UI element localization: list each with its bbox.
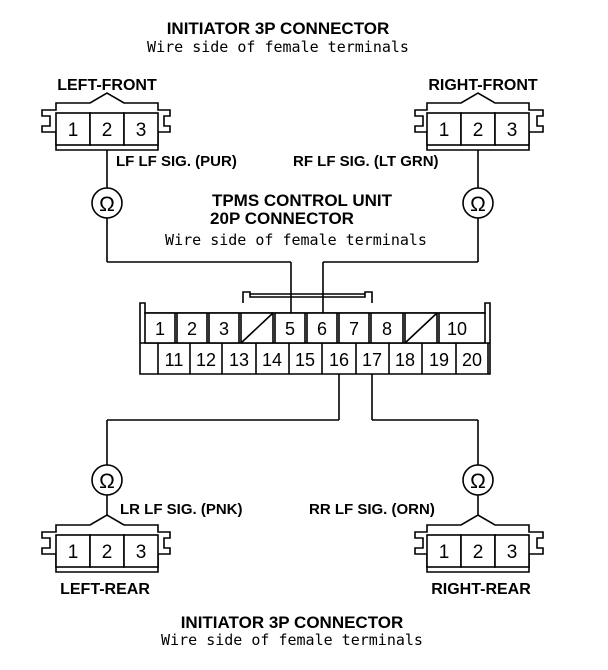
rr-pin-3: 3 — [507, 542, 518, 563]
cu-pin-1: 1 — [155, 319, 165, 339]
left-front-connector: 1 2 3 — [41, 92, 171, 151]
ohm-icon: Ω — [99, 193, 115, 216]
top-connector-subtitle: Wire side of female terminals — [147, 38, 409, 56]
bottom-connector-title: INITIATOR 3P CONNECTOR — [181, 613, 404, 632]
rf-ohm-meter: Ω — [462, 187, 494, 219]
rr-pin-1: 1 — [439, 542, 450, 563]
cu-pin-11: 11 — [165, 350, 184, 370]
right-rear-label: RIGHT-REAR — [431, 581, 531, 598]
lr-pin-2: 2 — [102, 542, 113, 563]
lr-ohm-meter: Ω — [91, 464, 123, 496]
control-unit-subtitle: Wire side of female terminals — [165, 231, 427, 249]
cu-pin-12: 12 — [196, 350, 216, 370]
rf-signal-label: RF LF SIG. (LT GRN) — [293, 153, 439, 170]
control-unit-title: TPMS CONTROL UNIT — [212, 191, 393, 210]
lf-pin-2: 2 — [102, 120, 113, 141]
right-front-label: RIGHT-FRONT — [428, 77, 538, 94]
bottom-connector-subtitle: Wire side of female terminals — [161, 631, 423, 649]
lf-ohm-meter: Ω — [91, 187, 123, 219]
left-rear-connector: 1 2 3 — [41, 514, 171, 573]
ohm-icon: Ω — [99, 470, 115, 493]
cu-pin-10: 10 — [447, 319, 467, 339]
cu-pin-15: 15 — [295, 350, 315, 370]
rf-pin-1: 1 — [439, 120, 450, 141]
rf-pin-3: 3 — [507, 120, 518, 141]
cu-pin-8: 8 — [382, 319, 392, 339]
lf-signal-label: LF LF SIG. (PUR) — [116, 153, 237, 170]
top-wires — [106, 150, 479, 315]
rf-pin-2: 2 — [473, 120, 484, 141]
cu-pin-14: 14 — [262, 350, 282, 370]
left-front-label: LEFT-FRONT — [57, 77, 157, 94]
rr-signal-label: RR LF SIG. (ORN) — [309, 501, 435, 518]
cu-pin-20: 20 — [462, 350, 482, 370]
bottom-wires — [106, 374, 479, 524]
right-front-connector: 1 2 3 — [414, 92, 544, 151]
cu-pin-19: 19 — [429, 350, 449, 370]
cu-pin-5: 5 — [285, 319, 295, 339]
cu-pin-3: 3 — [219, 319, 229, 339]
lf-pin-3: 3 — [136, 120, 147, 141]
cu-pin-17: 17 — [362, 350, 382, 370]
left-rear-label: LEFT-REAR — [60, 581, 150, 598]
right-rear-connector: 1 2 3 — [414, 514, 544, 573]
lr-pin-3: 3 — [136, 542, 147, 563]
cu-pin-16: 16 — [329, 350, 349, 370]
control-unit-connector-title: 20P CONNECTOR — [210, 209, 354, 228]
lf-pin-1: 1 — [68, 120, 79, 141]
lr-signal-label: LR LF SIG. (PNK) — [120, 501, 243, 518]
cu-pin-6: 6 — [317, 319, 327, 339]
cu-pin-18: 18 — [395, 350, 415, 370]
control-unit-connector: 1 2 3 5 6 7 8 10 11 12 13 14 15 16 17 18… — [139, 291, 491, 375]
rr-ohm-meter: Ω — [462, 464, 494, 496]
cu-pin-13: 13 — [229, 350, 249, 370]
top-connector-title: INITIATOR 3P CONNECTOR — [167, 19, 390, 38]
cu-pin-2: 2 — [187, 319, 197, 339]
rr-pin-2: 2 — [473, 542, 484, 563]
cu-pin-7: 7 — [349, 319, 359, 339]
ohm-icon: Ω — [470, 470, 486, 493]
ohm-icon: Ω — [470, 193, 486, 216]
lr-pin-1: 1 — [68, 542, 79, 563]
